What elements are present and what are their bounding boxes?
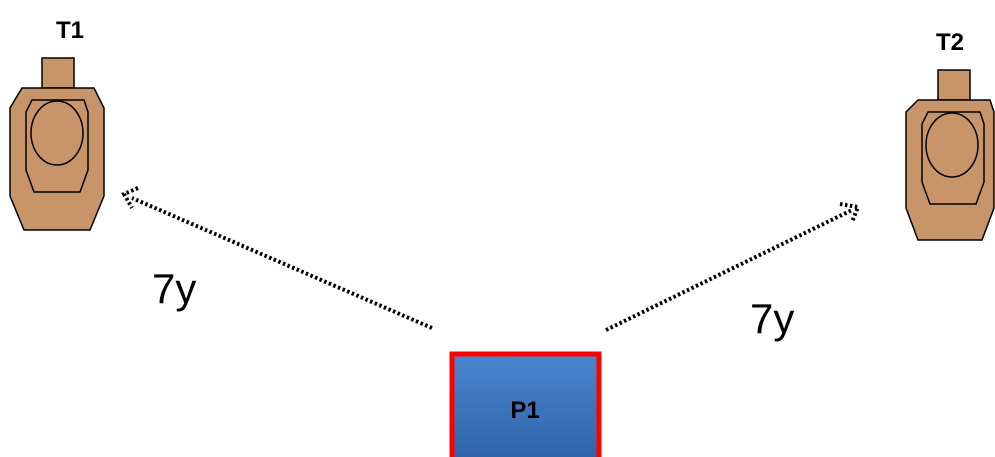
position-p1-box xyxy=(449,351,602,457)
position-p1-label: P1 xyxy=(510,397,539,424)
target-t2 xyxy=(905,69,995,241)
target-t1-label: T1 xyxy=(56,17,84,44)
distance-label-t2: 7y xyxy=(750,295,794,342)
distance-label-t1: 7y xyxy=(152,265,196,312)
target-t2-label: T2 xyxy=(936,29,964,56)
target-t1 xyxy=(9,57,105,231)
arrow-to-t1 xyxy=(121,186,433,330)
arrow-to-t2 xyxy=(605,202,861,332)
